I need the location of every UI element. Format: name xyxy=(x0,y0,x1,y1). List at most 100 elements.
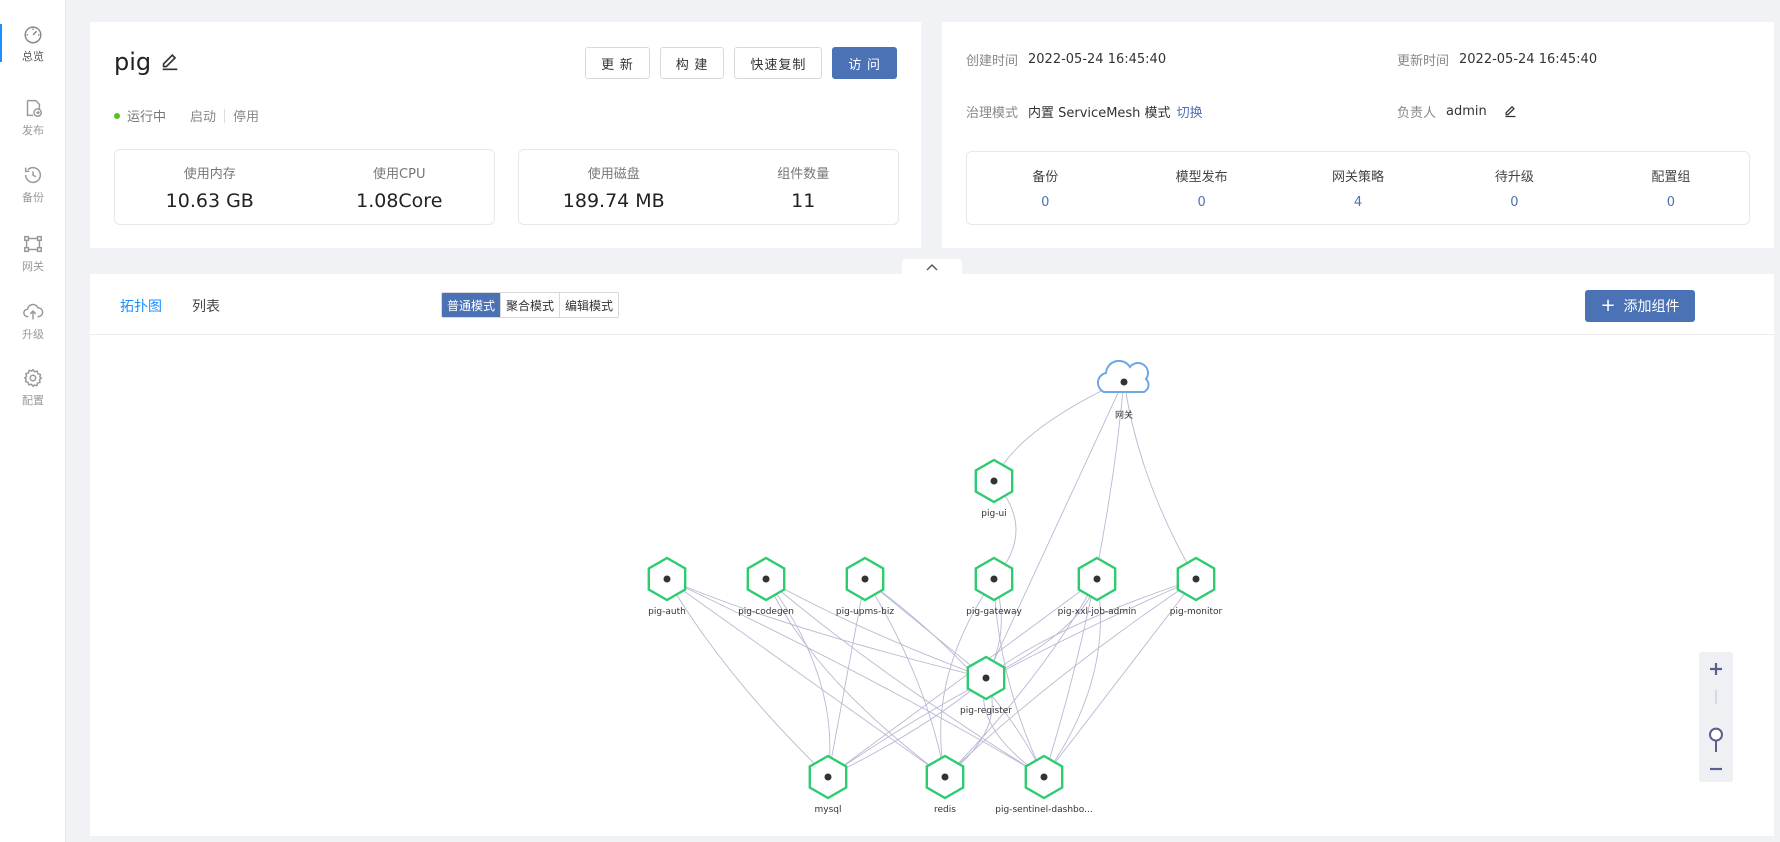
summary-backup: 备份 0 xyxy=(967,152,1123,224)
node-dot xyxy=(762,575,770,583)
app-title: pig xyxy=(114,48,181,76)
node-dot xyxy=(990,477,998,485)
plus-icon: + xyxy=(1600,295,1616,316)
node-dot xyxy=(1093,575,1101,583)
topology-edge xyxy=(944,578,1098,778)
summary-value[interactable]: 0 xyxy=(1666,195,1675,210)
switch-link[interactable]: 切换 xyxy=(1176,106,1203,121)
governance-value: 内置 ServiceMesh 模式 xyxy=(1028,106,1171,121)
node-dot xyxy=(990,575,998,583)
service-node[interactable]: pig-gateway xyxy=(966,556,1023,617)
app-info-panel: 创建时间 2022-05-24 16:45:40 更新时间 2022-05-24… xyxy=(942,22,1774,248)
topology-edge xyxy=(765,578,1045,778)
sidebar-item-label: 备份 xyxy=(22,190,44,204)
add-component-label: 添加组件 xyxy=(1623,299,1680,315)
edit-owner-icon[interactable] xyxy=(1503,104,1518,119)
created-time: 创建时间 2022-05-24 16:45:40 xyxy=(966,50,1166,69)
topology-edge xyxy=(993,578,1045,778)
sidebar-item-backup[interactable]: 备份 xyxy=(0,155,66,213)
mode-switch: 普通模式 聚合模式 编辑模式 xyxy=(441,292,620,318)
topology-edge xyxy=(1043,578,1197,778)
service-node[interactable]: redis xyxy=(925,754,965,815)
node-dot xyxy=(824,773,832,781)
service-node[interactable]: pig-monitor xyxy=(1170,556,1223,617)
topology-edge xyxy=(985,379,1125,679)
updated-label: 更新时间 xyxy=(1397,54,1450,69)
summary-gateway-policy: 网关策略 4 xyxy=(1280,152,1436,224)
topology-edge xyxy=(666,578,987,679)
topology-edge xyxy=(940,578,995,778)
summary-label: 待升级 xyxy=(1494,170,1534,185)
service-node[interactable]: mysql xyxy=(808,754,848,815)
mode-edit[interactable]: 编辑模式 xyxy=(559,293,619,317)
node-label: 网关 xyxy=(1115,409,1133,421)
service-node[interactable]: pig-ui xyxy=(974,458,1014,519)
build-button[interactable]: 构 建 xyxy=(659,47,725,79)
topology-edge xyxy=(666,578,946,778)
topology-edges xyxy=(666,379,1197,778)
owner: 负责人 admin xyxy=(1397,102,1518,121)
gateway-cloud-node[interactable]: 网关 xyxy=(1096,359,1150,421)
summary-value[interactable]: 0 xyxy=(1041,195,1050,210)
zoom-in-icon[interactable] xyxy=(1710,663,1722,675)
topology-edge xyxy=(827,578,866,778)
owner-label: 负责人 xyxy=(1397,106,1437,121)
governance-mode: 治理模式 内置 ServiceMesh 模式 切换 xyxy=(966,102,1203,121)
add-component-button[interactable]: + 添加组件 xyxy=(1585,290,1695,322)
quick-copy-button[interactable]: 快速复制 xyxy=(734,47,823,79)
summary-value[interactable]: 0 xyxy=(1197,195,1206,210)
cpu-value: 1.08Core xyxy=(356,189,443,212)
components-stat: 组件数量 11 xyxy=(709,150,899,224)
cpu-stat: 使用CPU 1.08Core xyxy=(305,150,495,224)
zoom-control xyxy=(1699,652,1733,782)
settings-icon xyxy=(23,368,43,387)
edit-icon[interactable] xyxy=(159,51,181,73)
chevron-up-icon xyxy=(926,264,938,271)
zoom-slider-handle[interactable] xyxy=(1709,727,1723,742)
service-node[interactable]: pig-register xyxy=(960,655,1012,716)
service-node[interactable]: pig-upms-biz xyxy=(836,556,895,617)
mode-aggregate[interactable]: 聚合模式 xyxy=(500,293,560,317)
sidebar-item-gateway[interactable]: 网关 xyxy=(0,224,66,282)
sidebar-item-label: 配置 xyxy=(22,393,44,407)
dashboard-icon xyxy=(24,25,42,43)
tab-topology[interactable]: 拓扑图 xyxy=(120,299,162,315)
sidebar-item-label: 网关 xyxy=(22,259,44,273)
gateway-icon xyxy=(24,235,42,252)
upgrade-icon xyxy=(23,303,44,319)
app-overview-panel: pig 更 新 构 建 快速复制 访 问 运行中 启动 停用 使用内存 10.6… xyxy=(90,22,921,248)
sidebar-item-overview[interactable]: 总览 xyxy=(0,14,66,72)
collapse-toggle[interactable] xyxy=(902,259,962,275)
summary-value[interactable]: 4 xyxy=(1353,195,1363,210)
node-label: pig-register xyxy=(960,706,1012,716)
visit-button[interactable]: 访 问 xyxy=(832,47,897,79)
service-node[interactable]: pig-xxl-job-admin xyxy=(1058,556,1137,617)
components-value: 11 xyxy=(791,189,816,212)
stop-link[interactable]: 停用 xyxy=(233,110,260,125)
topology-edge xyxy=(864,578,946,778)
divider xyxy=(224,108,226,123)
status-badge: 运行中 xyxy=(127,110,167,125)
node-label: redis xyxy=(934,805,956,815)
topology-graph: 网关 pig-ui pig-auth pig-codegen pig-upms-biz p… xyxy=(647,359,1223,815)
summary-label: 网关策略 xyxy=(1332,170,1385,185)
sidebar-item-settings[interactable]: 配置 xyxy=(0,358,66,416)
mode-normal[interactable]: 普通模式 xyxy=(442,293,501,317)
sidebar-item-publish[interactable]: 发布 xyxy=(0,88,66,146)
start-link[interactable]: 启动 xyxy=(190,110,217,125)
summary-model-publish: 模型发布 0 xyxy=(1123,152,1279,224)
tab-list[interactable]: 列表 xyxy=(192,299,220,315)
topology-edge xyxy=(666,578,1045,778)
topology-edge xyxy=(993,379,1125,482)
service-node[interactable]: pig-sentinel-dashbo... xyxy=(995,754,1093,815)
service-node[interactable]: pig-codegen xyxy=(738,556,794,617)
summary-card: 备份 0 模型发布 0 网关策略 4 待升级 0 配置组 0 xyxy=(966,151,1750,225)
node-dot xyxy=(941,773,949,781)
summary-value[interactable]: 0 xyxy=(1510,195,1519,210)
update-button[interactable]: 更 新 xyxy=(585,47,650,79)
service-node[interactable]: pig-auth xyxy=(647,556,687,617)
sidebar-item-upgrade[interactable]: 升级 xyxy=(0,292,66,350)
node-label: pig-ui xyxy=(981,509,1006,519)
sidebar-item-label: 升级 xyxy=(22,327,44,341)
resource-card-disk-components: 使用磁盘 189.74 MB 组件数量 11 xyxy=(518,149,899,225)
